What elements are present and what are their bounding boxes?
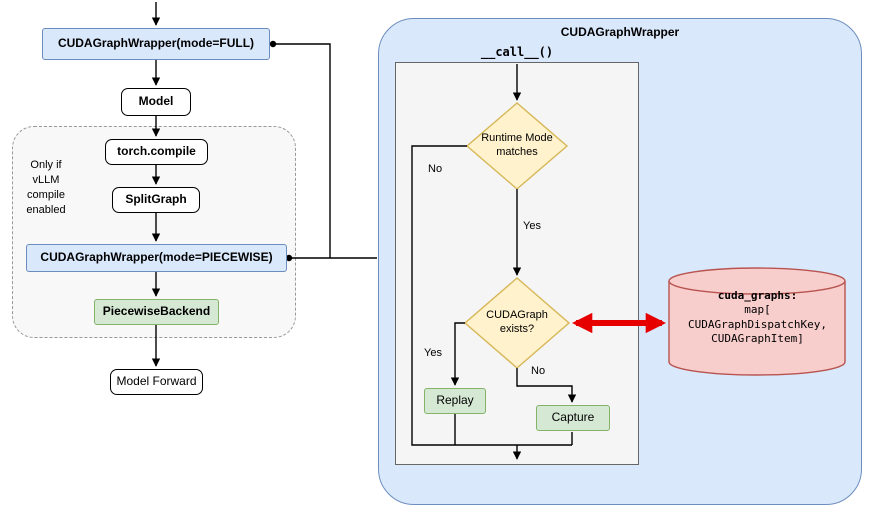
label-runtime-yes: Yes	[521, 220, 543, 234]
datastore-label: cuda_graphs: map[ CUDAGraphDispatchKey, …	[669, 289, 846, 346]
datastore-body: map[ CUDAGraphDispatchKey, CUDAGraphItem…	[687, 303, 828, 345]
diamond-runtime-label: Runtime Mode matches	[481, 132, 553, 158]
group-note: Only if vLLM compile enabled	[26, 159, 66, 216]
node-cudagraph-wrapper-piecewise: CUDAGraphWrapper(mode=PIECEWISE)	[26, 244, 287, 272]
node-capture: Capture	[536, 405, 610, 431]
datastore-title: cuda_graphs:	[717, 289, 798, 302]
label-exists-yes: Yes	[422, 347, 444, 361]
node-model: Model	[121, 88, 191, 116]
link-dot-full	[269, 40, 277, 48]
call-label: __call__()	[480, 45, 554, 59]
node-model-forward: Model Forward	[110, 369, 203, 395]
diamond-exists-label: CUDAGraph exists?	[486, 309, 548, 335]
label-runtime-no: No	[426, 163, 445, 177]
node-piecewise-backend: PiecewiseBackend	[94, 299, 219, 325]
panel-title: CUDAGraphWrapper	[560, 25, 680, 39]
label-exists-no: No	[529, 365, 548, 379]
node-torch-compile: torch.compile	[105, 139, 208, 165]
node-replay: Replay	[424, 388, 486, 414]
node-cudagraph-wrapper-full: CUDAGraphWrapper(mode=FULL)	[42, 28, 270, 60]
node-splitgraph: SplitGraph	[112, 187, 200, 213]
